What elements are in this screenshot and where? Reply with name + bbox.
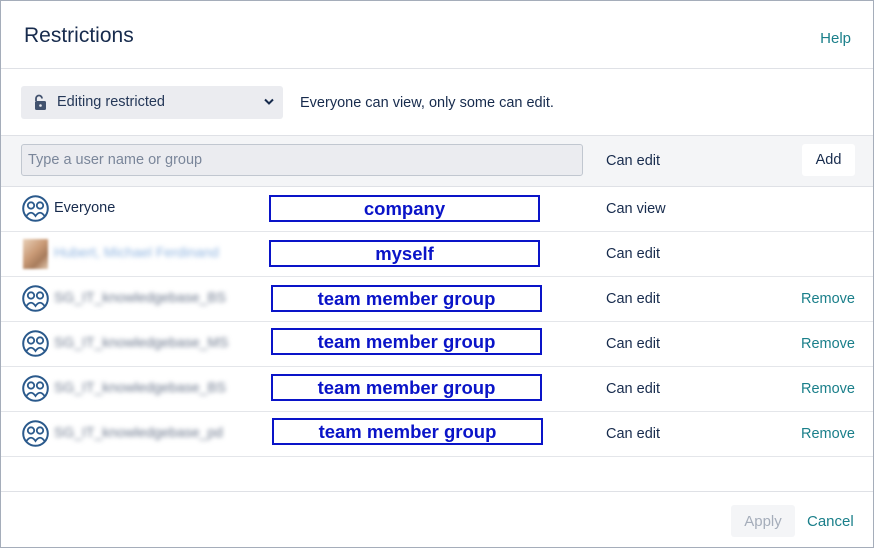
- group-icon: [22, 375, 49, 402]
- unlock-icon: [35, 94, 46, 110]
- annotation-label: team member group: [271, 328, 542, 355]
- row-permission[interactable]: Can edit: [606, 336, 661, 352]
- dialog-header: Restrictions Help: [1, 1, 873, 69]
- dialog-title: Restrictions: [24, 24, 134, 47]
- dialog-footer: Apply Cancel: [1, 491, 873, 547]
- row-permission[interactable]: Can edit: [606, 381, 661, 397]
- restriction-row: Everyone company Can view: [1, 187, 873, 232]
- row-name: Everyone: [54, 200, 116, 216]
- annotation-label: myself: [269, 240, 540, 267]
- row-name: Hubert, Michael Ferdinand: [54, 244, 219, 260]
- annotation-label: team member group: [271, 285, 542, 312]
- annotation-label: company: [269, 195, 540, 222]
- row-name: SG_IT_knowledgebase_BS: [54, 379, 226, 395]
- restriction-mode-row: Editing restricted Everyone can view, on…: [1, 69, 873, 136]
- restriction-mode-select[interactable]: Editing restricted: [21, 86, 283, 119]
- row-name: SG_IT_knowledgebase_BS: [54, 289, 226, 305]
- group-icon: [22, 285, 49, 312]
- row-permission[interactable]: Can edit: [606, 426, 661, 442]
- restriction-mode-description: Everyone can view, only some can edit.: [300, 95, 554, 111]
- cancel-button[interactable]: Cancel: [807, 513, 854, 530]
- remove-link[interactable]: Remove: [801, 291, 855, 307]
- apply-button[interactable]: Apply: [731, 505, 795, 537]
- restriction-row: SG_IT_knowledgebase_MS team member group…: [1, 322, 873, 367]
- row-name: SG_IT_knowledgebase_MS: [54, 334, 229, 350]
- add-button[interactable]: Add: [802, 144, 855, 176]
- add-restriction-row: Can edit Add: [1, 136, 873, 187]
- help-link[interactable]: Help: [820, 30, 851, 47]
- group-icon: [22, 420, 49, 447]
- row-name: SG_IT_knowledgebase_pd: [54, 424, 223, 440]
- group-icon: [22, 195, 49, 222]
- user-group-input[interactable]: [21, 144, 583, 176]
- row-permission[interactable]: Can edit: [606, 291, 661, 307]
- remove-link[interactable]: Remove: [801, 426, 855, 442]
- row-permission[interactable]: Can edit: [606, 246, 661, 262]
- annotation-label: team member group: [272, 418, 543, 445]
- restriction-row: Hubert, Michael Ferdinand myself Can edi…: [1, 232, 873, 277]
- chevron-down-icon: [264, 98, 274, 105]
- new-permission-select[interactable]: Can edit: [606, 153, 661, 169]
- user-avatar: [23, 239, 48, 269]
- remove-link[interactable]: Remove: [801, 381, 855, 397]
- restriction-mode-label: Editing restricted: [57, 94, 165, 110]
- row-permission[interactable]: Can view: [606, 201, 666, 217]
- group-icon: [22, 330, 49, 357]
- annotation-label: team member group: [271, 374, 542, 401]
- restriction-row: SG_IT_knowledgebase_BS team member group…: [1, 277, 873, 322]
- restriction-row: SG_IT_knowledgebase_BS team member group…: [1, 367, 873, 412]
- restriction-row: SG_IT_knowledgebase_pd team member group…: [1, 412, 873, 457]
- remove-link[interactable]: Remove: [801, 336, 855, 352]
